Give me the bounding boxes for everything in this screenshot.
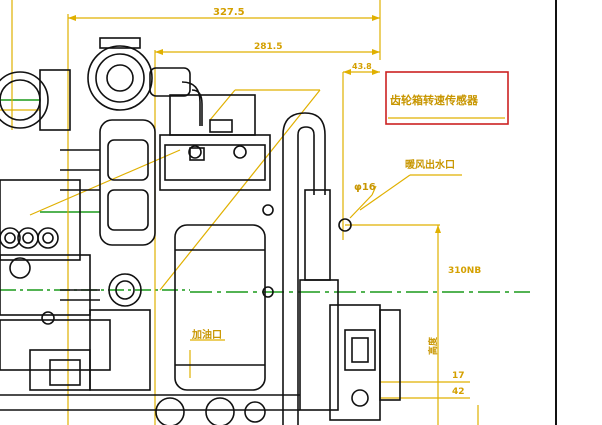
callout-speed-sensor-label: 齿轮箱转速传感器	[390, 93, 479, 107]
dimension-arrows	[68, 15, 441, 233]
lower-pulley-circle	[108, 273, 142, 307]
intake-cap-circle	[87, 45, 153, 111]
label-diameter-16: φ16	[354, 182, 376, 193]
gauge-circle-left	[0, 71, 49, 129]
dimension-327-5: 327.5	[213, 7, 245, 18]
label-vertical-dimension: 高度	[427, 336, 439, 355]
oil-filter-body	[174, 224, 266, 391]
dimension-17: 17	[452, 371, 465, 381]
dimension-42: 42	[452, 387, 465, 397]
dimension-310nb: 310NB	[448, 266, 481, 276]
callout-box	[385, 71, 509, 125]
dimension-281-5: 281.5	[254, 42, 282, 52]
label-water-outlet: 暖风出水口	[405, 158, 455, 171]
engine-outline	[0, 37, 401, 425]
label-oil-fill: 加油口	[191, 328, 222, 341]
dimension-43-8: 43.8	[352, 62, 372, 71]
